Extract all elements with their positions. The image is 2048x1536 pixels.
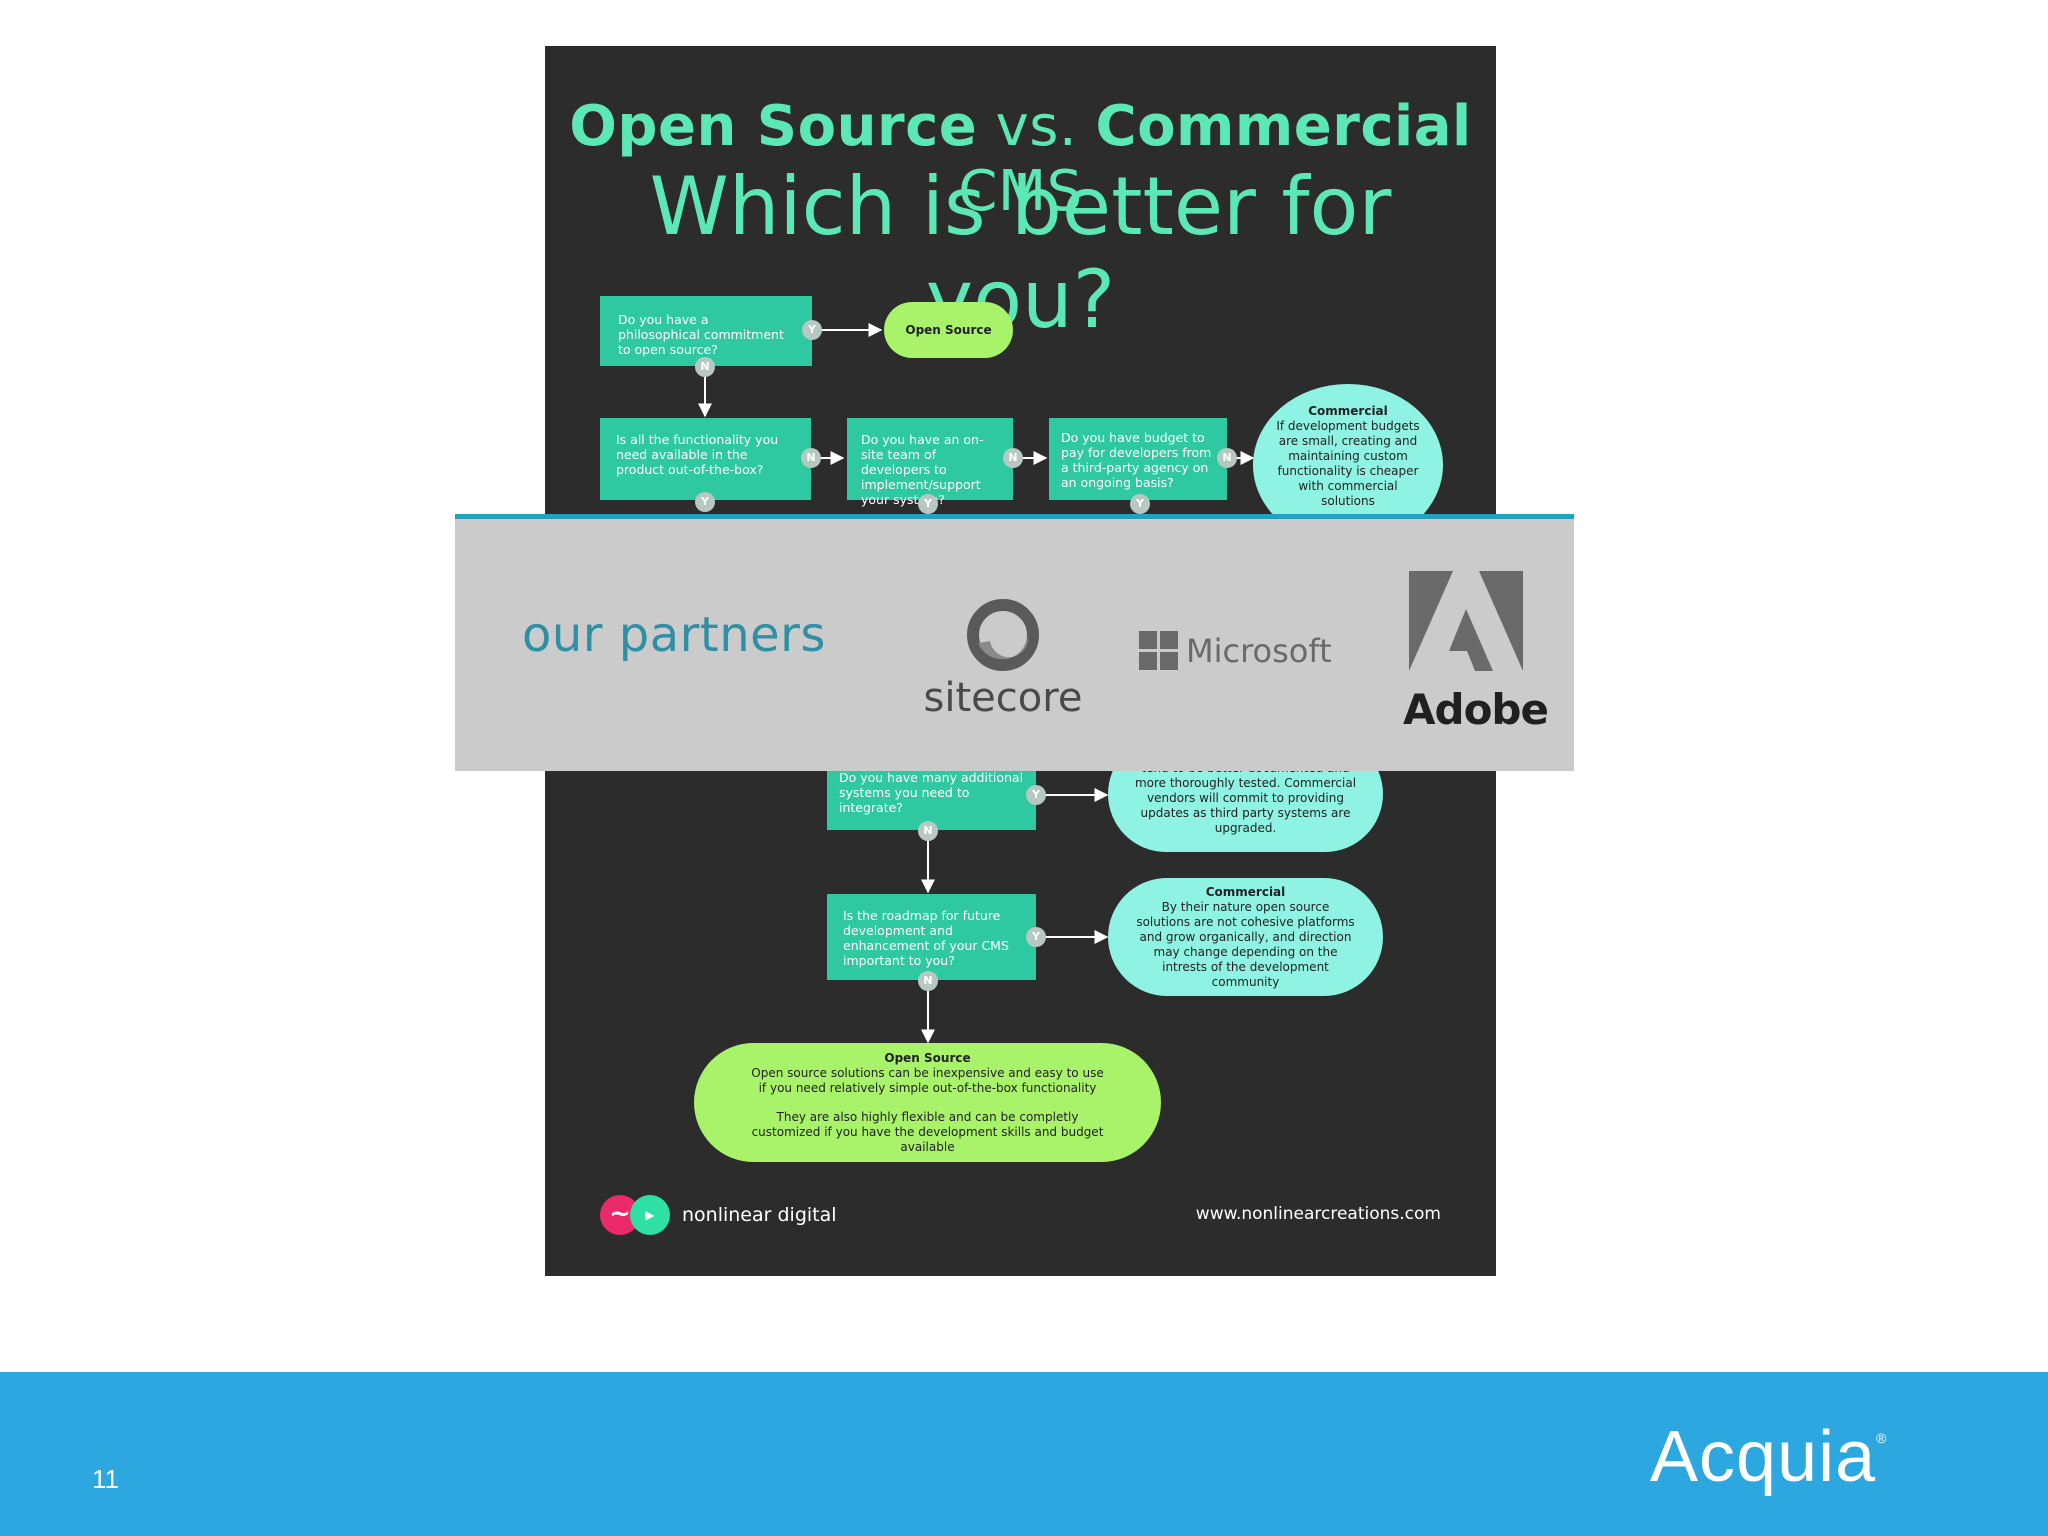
partners-title: our partners	[522, 607, 826, 663]
adobe-wordmark: Adobe	[1403, 685, 1549, 734]
badge-no: N	[918, 971, 938, 991]
play-icon: ▶	[630, 1195, 670, 1235]
page-number: 11	[92, 1464, 119, 1494]
sitecore-swirl-icon	[967, 599, 1039, 671]
outcome-title: Open Source	[884, 1050, 971, 1065]
outcome-open-source-top: Open Source	[884, 302, 1013, 358]
acquia-wordmark: Acquia	[1650, 1417, 1877, 1497]
footer-bar: 11 Acquia®	[0, 1372, 2048, 1536]
windows-grid-icon	[1139, 631, 1178, 670]
badge-yes: Y	[1130, 494, 1150, 514]
poster-subtitle: Which is better for you?	[649, 160, 1392, 346]
question-box-philosophy: Do you have a philosophical commitment t…	[600, 296, 812, 366]
badge-no: N	[801, 448, 821, 468]
badge-yes: Y	[695, 492, 715, 512]
adobe-a-icon	[1409, 571, 1523, 671]
title-cms: CMS	[958, 159, 1083, 224]
outcome-body: By their nature open source solutions ar…	[1136, 899, 1355, 989]
outcome-title: Commercial	[1205, 884, 1286, 899]
question-box-roadmap: Is the roadmap for future development an…	[827, 894, 1036, 980]
sitecore-logo: sitecore	[918, 595, 1088, 725]
nonlinear-brand: ~ ▶ nonlinear digital	[600, 1193, 837, 1237]
badge-no: N	[1217, 448, 1237, 468]
badge-yes: Y	[802, 320, 822, 340]
sitecore-wordmark: sitecore	[923, 675, 1083, 721]
title-vs: vs.	[977, 94, 1096, 159]
acquia-logo: Acquia®	[1650, 1416, 1887, 1498]
website-url: www.nonlinearcreations.com	[1195, 1204, 1441, 1224]
outcome-title: Commercial	[1308, 404, 1388, 418]
registered-mark: ®	[1876, 1430, 1888, 1446]
badge-yes: Y	[918, 494, 938, 514]
question-box-budget: Do you have budget to pay for developers…	[1049, 418, 1227, 500]
outcome-open-source-final: Open Source Open source solutions can be…	[694, 1043, 1161, 1162]
badge-yes: Y	[1026, 785, 1046, 805]
flow-connectors	[698, 323, 1255, 1044]
badge-no: N	[1003, 448, 1023, 468]
title-commercial: Commercial	[1095, 94, 1472, 159]
brand-name: nonlinear digital	[682, 1204, 837, 1226]
outcome-commercial-roadmap: Commercial By their nature open source s…	[1108, 878, 1383, 996]
title-open-source: Open Source	[569, 94, 978, 159]
microsoft-logo: Microsoft	[1139, 631, 1332, 670]
badge-no: N	[695, 357, 715, 377]
outcome-body: Open source solutions can be inexpensive…	[751, 1065, 1104, 1095]
partners-banner: our partners sitecore Microsoft Adobe	[455, 514, 1574, 771]
badge-yes: Y	[1026, 927, 1046, 947]
microsoft-wordmark: Microsoft	[1186, 631, 1332, 670]
outcome-body: They are also highly flexible and can be…	[751, 1109, 1104, 1154]
outcome-body: If development budgets are small, creati…	[1276, 419, 1420, 508]
badge-no: N	[918, 821, 938, 841]
question-box-developers: Do you have an on-site team of developer…	[847, 418, 1013, 507]
question-box-integrate: Do you have many additional systems you …	[827, 760, 1036, 830]
question-box-functionality: Is all the functionality you need availa…	[600, 418, 811, 500]
poster-title: Open Source vs. Commercial CMS	[545, 94, 1496, 224]
adobe-logo: Adobe	[1403, 571, 1549, 746]
nonlinear-logo-icon: ~ ▶	[600, 1193, 674, 1237]
